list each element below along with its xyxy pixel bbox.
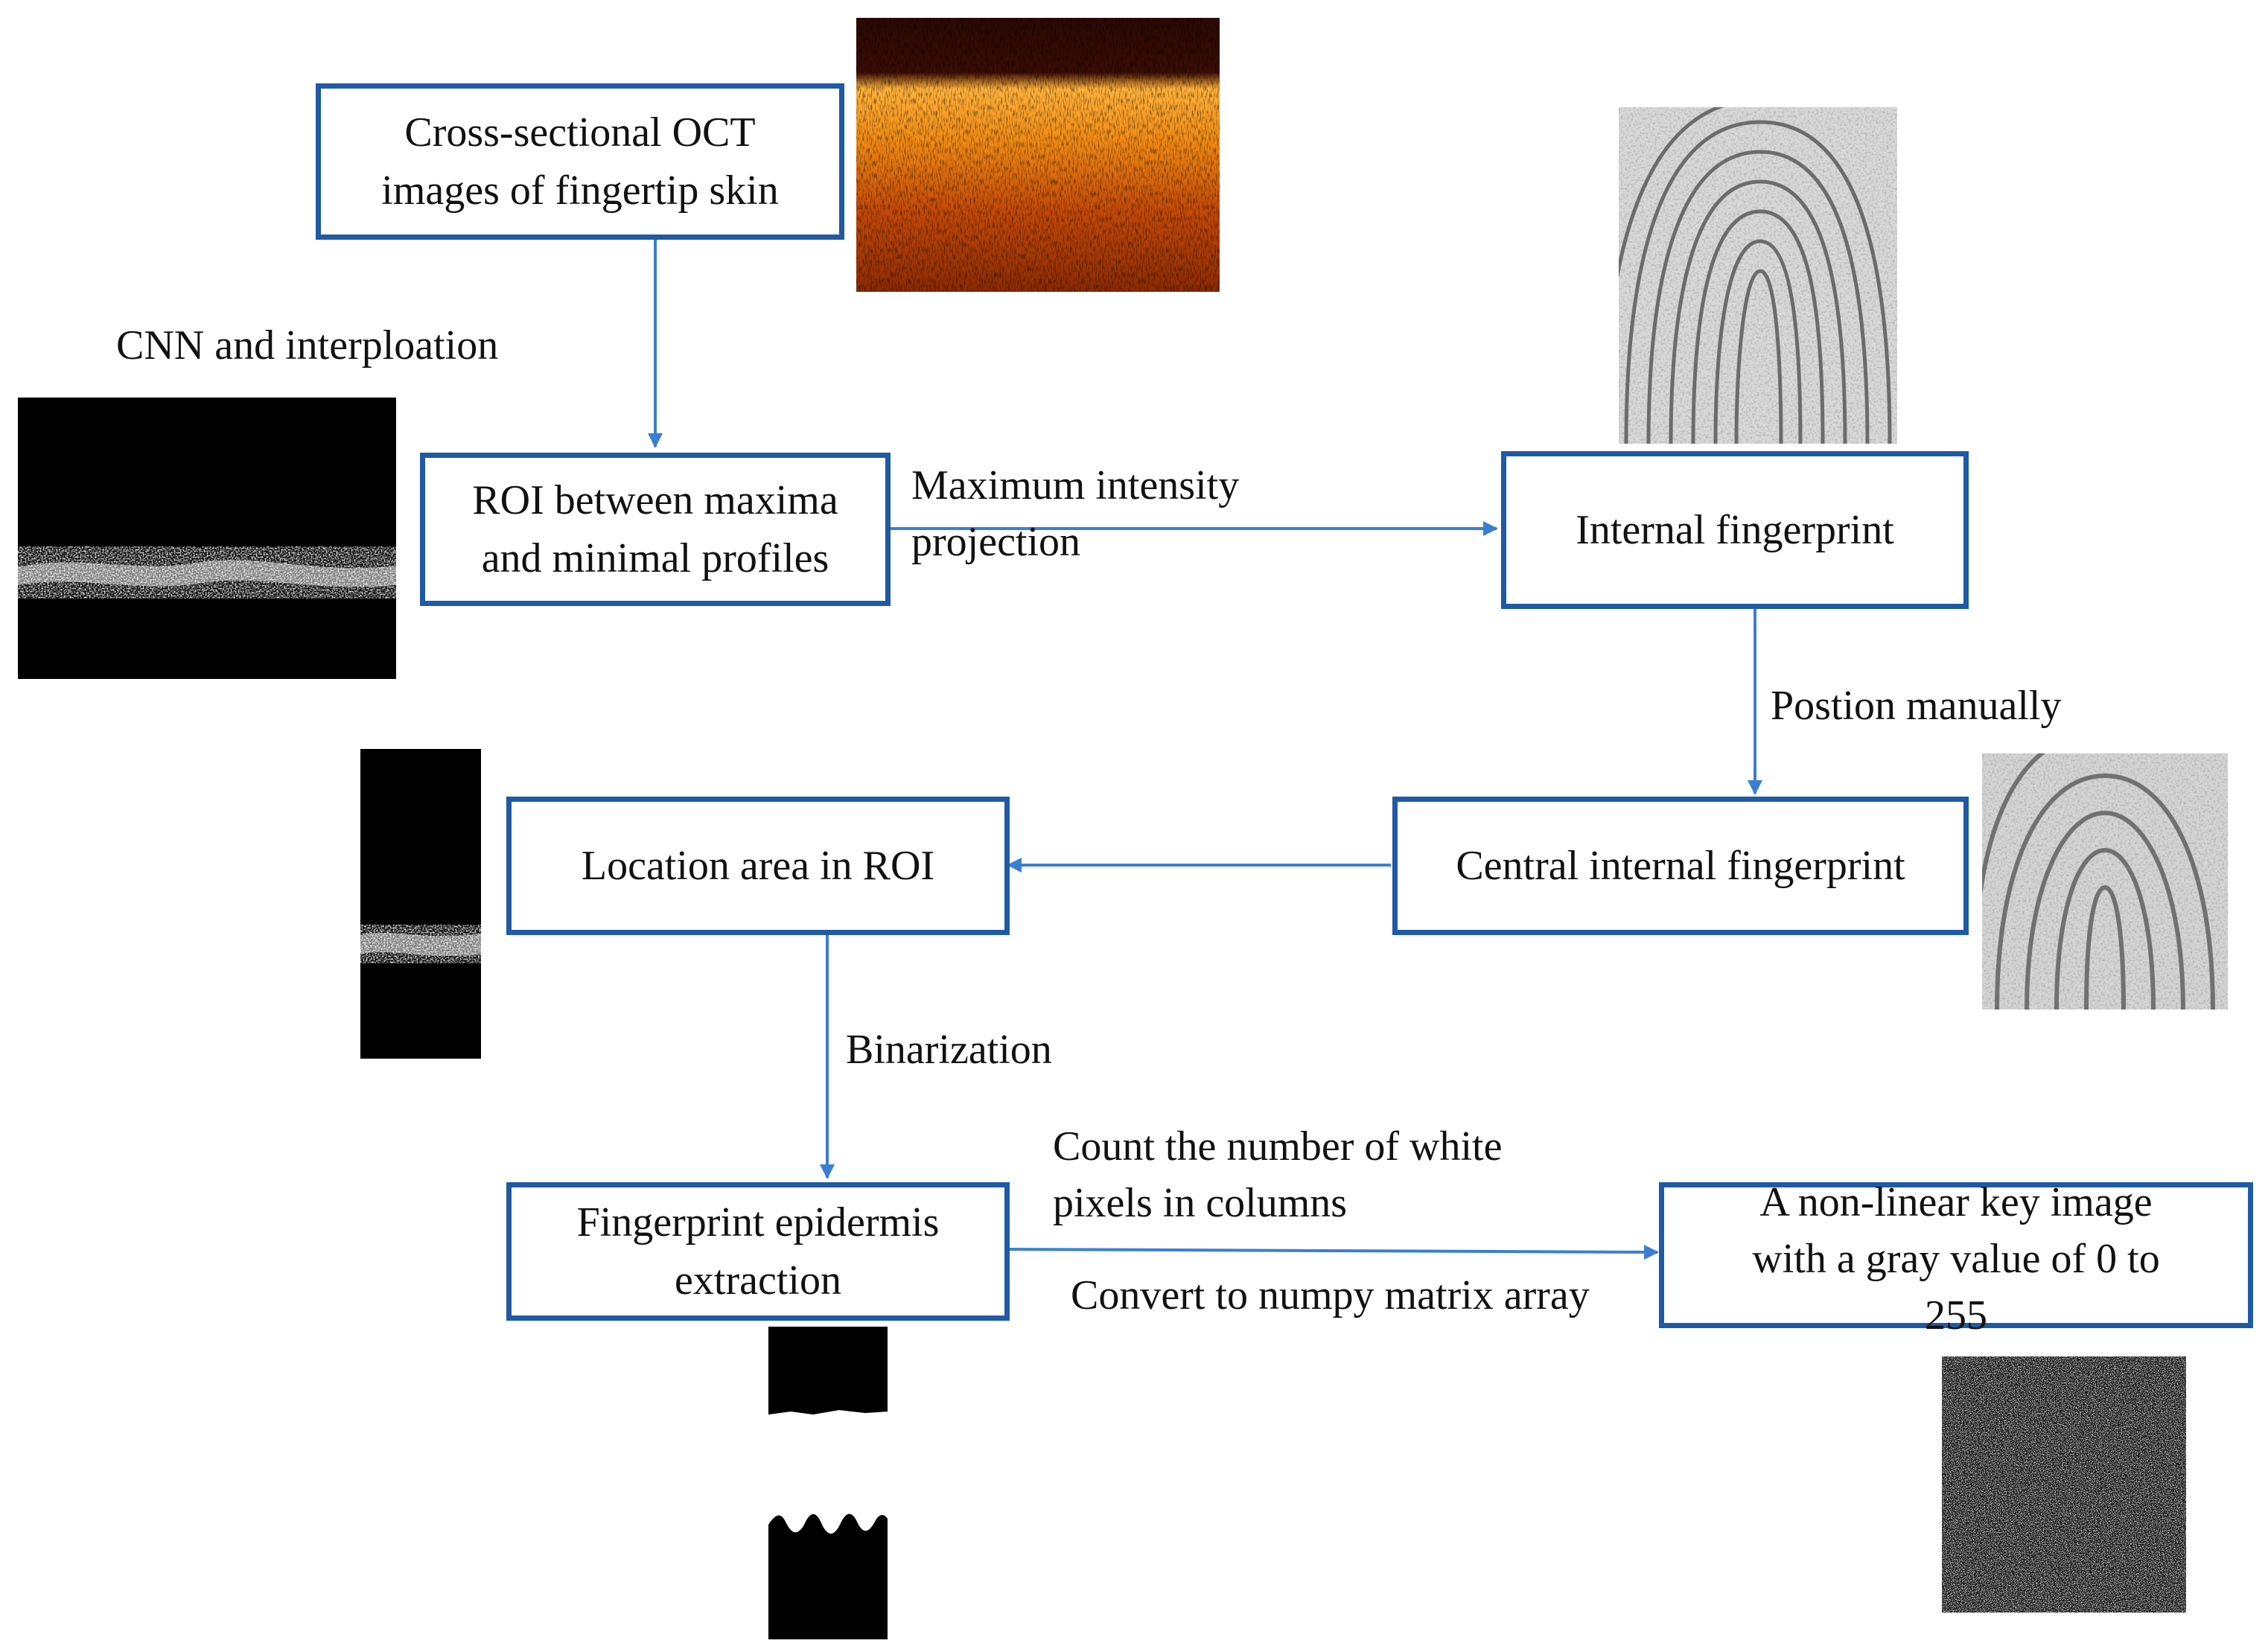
internal-fingerprint-image	[1619, 107, 1897, 444]
internal-fingerprint-box: Internal fingerprint	[1501, 451, 1969, 609]
roi-box-text: ROI between maxima and minimal profiles	[472, 477, 838, 581]
position-manually-label: Postion manually	[1771, 683, 2062, 729]
internal-fingerprint-box-text: Internal fingerprint	[1576, 507, 1894, 553]
arrow-epidermis-to-key	[1007, 1248, 1658, 1256]
key-image-box-text: A non-linear key image with a gray value…	[1752, 1179, 2160, 1339]
key-image-box: A non-linear key image with a gray value…	[1659, 1179, 2253, 1339]
location-band-image	[360, 749, 481, 1059]
location-area-box: Location area in ROI	[506, 797, 1010, 935]
noise-key-image	[1942, 1356, 2186, 1613]
roi-box: ROI between maxima and minimal profiles	[420, 453, 891, 606]
central-fingerprint-box-text: Central internal fingerprint	[1456, 843, 1905, 889]
oct-images-box-text: Cross-sectional OCT images of fingertip …	[381, 109, 779, 214]
central-fingerprint-box: Central internal fingerprint	[1392, 797, 1969, 935]
cnn-interpolation-label: CNN and interploation	[116, 322, 499, 369]
oct-images-box: Cross-sectional OCT images of fingertip …	[316, 83, 844, 240]
epidermis-extraction-box-text: Fingerprint epidermis extraction	[576, 1199, 940, 1304]
oct-scan-image	[856, 18, 1220, 292]
roi-band-image	[18, 398, 396, 679]
central-fingerprint-image	[1982, 753, 2228, 1010]
epidermis-extraction-box: Fingerprint epidermis extraction	[506, 1182, 1010, 1321]
count-white-pixels-label: Count the number of white pixels in colu…	[1053, 1123, 1503, 1226]
location-area-box-text: Location area in ROI	[581, 843, 935, 889]
max-intensity-projection-label: Maximum intensity projection	[911, 462, 1240, 565]
convert-numpy-label: Convert to numpy matrix array	[1071, 1272, 1590, 1318]
epidermis-top-image	[768, 1327, 888, 1426]
epidermis-bottom-image	[768, 1502, 888, 1639]
binarization-label: Binarization	[846, 1027, 1052, 1073]
